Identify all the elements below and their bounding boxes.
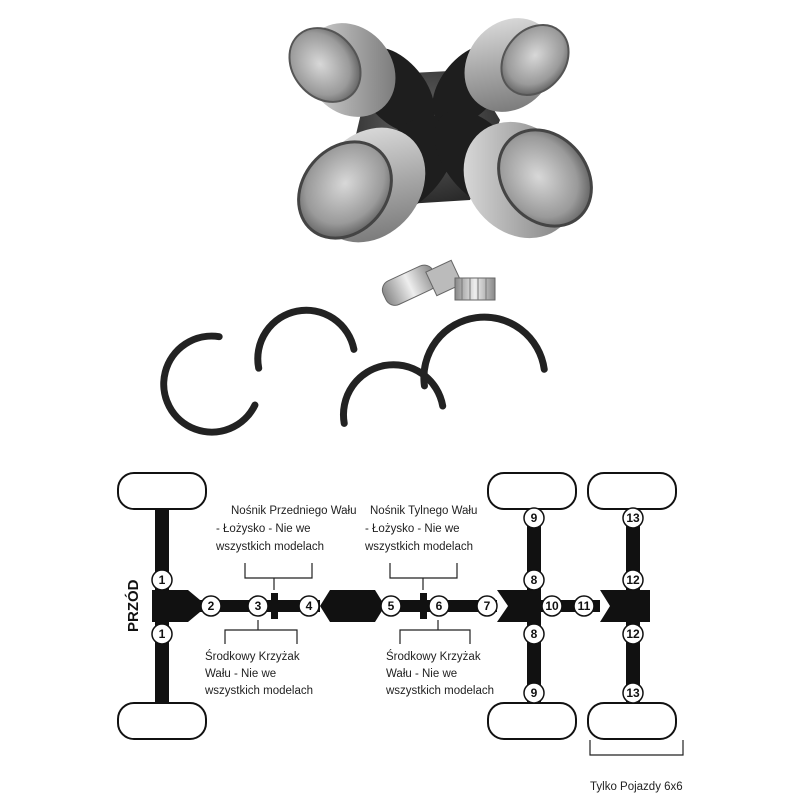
wheel-mid-right [487,702,577,740]
rear-carrier-bearing [420,593,427,619]
svg-text:- Łożysko - Nie we: - Łożysko - Nie we [216,523,311,535]
svg-text:4: 4 [306,599,313,613]
svg-text:1: 1 [159,627,166,641]
marker-7: 7 [476,595,498,617]
front-differential [152,590,200,622]
rear-carrier-bracket [389,563,458,590]
svg-text:8: 8 [531,573,538,587]
svg-text:Wału - Nie we: Wału - Nie we [386,668,457,680]
center-joint-left-label: Środkowy Krzyżak Wału - Nie we wszystkic… [204,650,313,697]
marker-10: 10 [541,595,563,617]
svg-text:10: 10 [545,599,559,613]
wheel-front-right [117,702,207,740]
svg-text:8: 8 [531,627,538,641]
center-joint-right-bracket [399,620,471,644]
bearing-cup-top-right [432,18,570,126]
marker-12-top: 12 [622,569,644,591]
svg-text:wszystkich modelach: wszystkich modelach [215,541,324,553]
circlips-image [160,306,548,436]
svg-text:wszystkich modelach: wszystkich modelach [364,541,473,553]
svg-text:9: 9 [531,686,538,700]
svg-text:2: 2 [208,599,215,613]
center-joint-right-label: Środkowy Krzyżak Wału - Nie we wszystkic… [385,650,494,697]
svg-text:6: 6 [436,599,443,613]
marker-3: 3 [247,595,269,617]
wheel-rear-right [587,702,677,740]
front-carrier-bearing [271,593,278,619]
svg-text:7: 7 [484,599,491,613]
marker-13-top: 13 [622,507,644,529]
svg-text:Środkowy Krzyżak: Środkowy Krzyżak [205,650,300,663]
center-joint-left-bracket [224,620,298,644]
svg-text:- Łożysko - Nie we: - Łożysko - Nie we [365,523,460,535]
svg-text:3: 3 [255,599,262,613]
svg-text:9: 9 [531,511,538,525]
marker-1-top: 1 [151,569,173,591]
front-carrier-bracket [244,563,313,590]
bearing-cup-front-left [297,115,456,243]
wheel-front-left [117,472,207,510]
marker-5: 5 [380,595,402,617]
joint-markers: 1 1 2 3 4 5 6 7 8 8 9 9 10 11 12 12 13 1… [151,507,644,704]
svg-text:11: 11 [578,599,591,613]
front-carrier-label: Nośnik Przedniego Wału - Łożysko - Nie w… [215,505,357,553]
svg-text:12: 12 [626,627,640,641]
universal-joint-image [288,18,593,243]
svg-text:13: 13 [626,686,640,700]
marker-8-top: 8 [523,569,545,591]
svg-text:12: 12 [626,573,640,587]
marker-11: 11 [573,595,595,617]
svg-text:Wału - Nie we: Wału - Nie we [205,668,276,680]
marker-12-bottom: 12 [622,623,644,645]
svg-text:1: 1 [159,573,166,587]
svg-text:5: 5 [388,599,395,613]
bearing-cup-front-right [434,110,593,239]
mid-differential [497,590,540,622]
housings [152,590,650,622]
marker-6: 6 [428,595,450,617]
marker-8-bottom: 8 [523,623,545,645]
svg-text:Nośnik Tylnego Wału: Nośnik Tylnego Wału [370,505,477,517]
svg-text:Nośnik Przedniego Wału: Nośnik Przedniego Wału [231,505,357,517]
marker-1-bottom: 1 [151,623,173,645]
wheels [117,472,677,740]
rear-differential [600,590,650,622]
rear-carrier-label: Nośnik Tylnego Wału - Łożysko - Nie we w… [364,505,477,553]
svg-text:13: 13 [626,511,640,525]
svg-text:wszystkich modelach: wszystkich modelach [204,685,313,697]
front-label: PRZÓD [124,579,142,632]
transfer-case [320,590,385,622]
svg-text:Środkowy Krzyżak: Środkowy Krzyżak [386,650,481,663]
grease-nipple-image [381,259,496,306]
wheel-rear-left [587,472,677,510]
marker-9-bottom: 9 [523,682,545,704]
svg-text:wszystkich modelach: wszystkich modelach [385,685,494,697]
marker-13-bottom: 13 [622,682,644,704]
marker-2: 2 [200,595,222,617]
six-by-six-bracket [589,740,684,756]
marker-4: 4 [298,595,320,617]
wheel-mid-left [487,472,577,510]
marker-9-top: 9 [523,507,545,529]
six-by-six-note: Tylko Pojazdy 6x6 [590,781,683,793]
bearing-cup-top-left [288,23,435,133]
